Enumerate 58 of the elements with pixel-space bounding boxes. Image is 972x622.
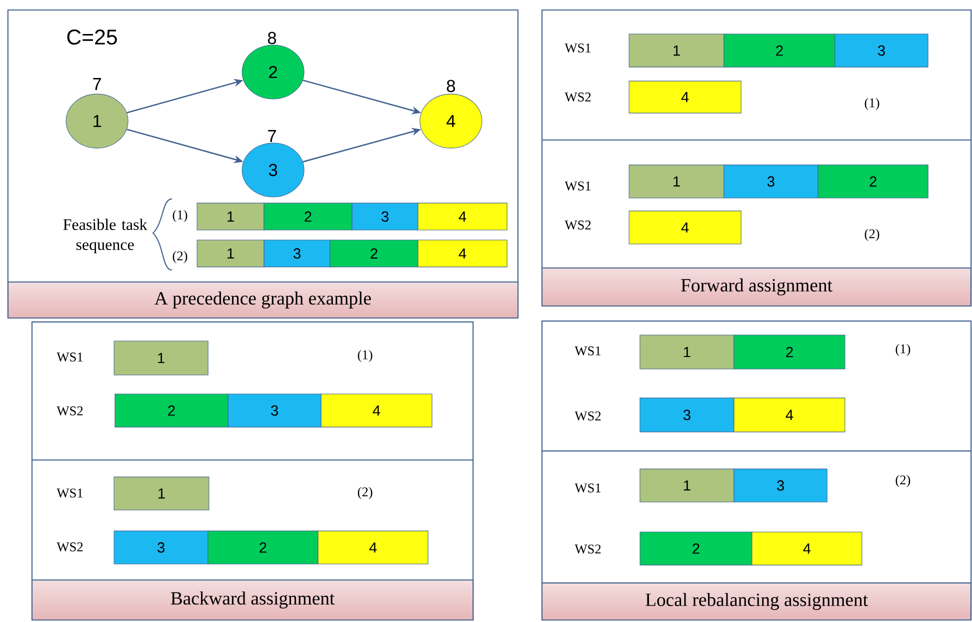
task-block: 4 bbox=[628, 80, 742, 114]
task-block: 2 bbox=[330, 240, 418, 268]
station-label: WS1 bbox=[56, 488, 83, 498]
task-time: 8 bbox=[268, 32, 276, 44]
station-label: WS1 bbox=[56, 352, 83, 362]
task-block: 2 bbox=[264, 202, 352, 230]
task-block: 2 bbox=[640, 532, 752, 566]
task-block: 3 bbox=[264, 240, 330, 268]
task-block: 4 bbox=[418, 240, 508, 268]
station-label: WS1 bbox=[564, 182, 591, 191]
case-number: (1) bbox=[358, 350, 372, 362]
task-block: 4 bbox=[418, 202, 508, 230]
task-block: 3 bbox=[834, 34, 928, 68]
task-block: 3 bbox=[734, 468, 828, 502]
task-block: 1 bbox=[628, 164, 724, 198]
station-label: WS2 bbox=[564, 92, 591, 102]
station-label: WS2 bbox=[574, 544, 601, 554]
task-block: 4 bbox=[628, 210, 742, 244]
task-block: 4 bbox=[752, 532, 862, 566]
task-block: 1 bbox=[196, 202, 264, 230]
station-label: WS2 bbox=[56, 542, 83, 552]
case-number: (1) bbox=[864, 98, 880, 110]
task-time: 7 bbox=[93, 78, 101, 90]
case-number: (2) bbox=[358, 487, 372, 500]
task-block: 3 bbox=[114, 530, 208, 564]
task-block: 1 bbox=[640, 468, 734, 502]
case-number: (2) bbox=[172, 251, 188, 264]
task-block: 3 bbox=[228, 394, 322, 428]
task-block: 1 bbox=[628, 34, 724, 68]
task-block: 4 bbox=[320, 394, 432, 428]
task-block: 2 bbox=[734, 334, 846, 370]
task-block: 1 bbox=[640, 334, 734, 370]
task-block: 3 bbox=[724, 164, 818, 198]
task-block: 2 bbox=[114, 394, 228, 428]
station-label: WS1 bbox=[564, 44, 591, 53]
task-block: 2 bbox=[724, 34, 836, 68]
case-number: (2) bbox=[896, 475, 910, 488]
task-time: 7 bbox=[268, 130, 276, 142]
task-block: 2 bbox=[208, 530, 318, 564]
task-block: 1 bbox=[196, 240, 264, 268]
station-label: WS1 bbox=[574, 346, 601, 356]
task-block: 2 bbox=[818, 164, 928, 198]
task-block: 4 bbox=[318, 530, 428, 564]
task-block: 1 bbox=[114, 476, 210, 510]
case-number: (1) bbox=[172, 210, 188, 222]
task-block: 1 bbox=[114, 340, 208, 376]
station-label: WS2 bbox=[564, 220, 591, 230]
sequence-label: Feasible task sequence bbox=[63, 218, 148, 254]
task-time: 8 bbox=[446, 80, 455, 92]
task-block: 3 bbox=[640, 398, 734, 432]
case-number: (1) bbox=[896, 344, 910, 356]
case-number: (2) bbox=[864, 228, 880, 241]
station-label: WS2 bbox=[56, 406, 83, 416]
station-label: WS2 bbox=[574, 412, 601, 421]
cycle-time-label: C=25 bbox=[67, 30, 117, 45]
task-block: 4 bbox=[734, 398, 846, 432]
task-block: 3 bbox=[352, 202, 418, 230]
station-label: WS1 bbox=[574, 484, 601, 493]
